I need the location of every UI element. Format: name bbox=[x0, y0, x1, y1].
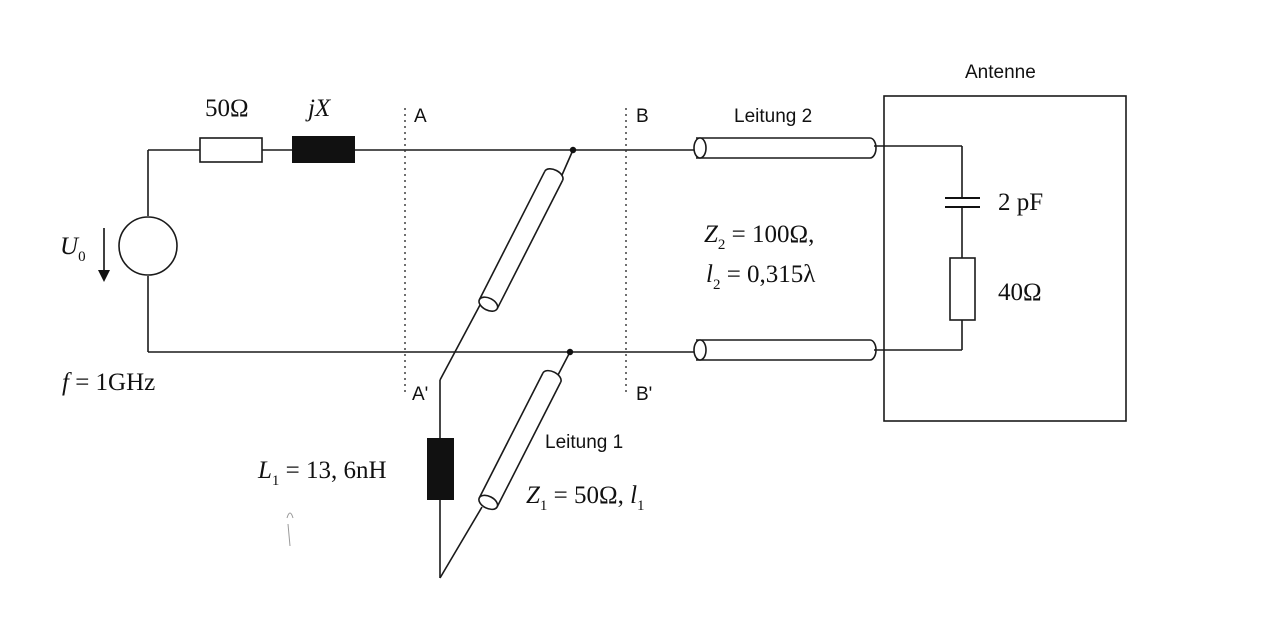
antenna-capacitor bbox=[945, 197, 980, 208]
z2-label: Z2 = 100Ω, bbox=[704, 221, 814, 253]
z1-l1-label: Z1 = 50Ω, l1 bbox=[526, 482, 645, 514]
z2-value: = 100Ω, bbox=[725, 221, 814, 248]
inductor-l1-symbol: L bbox=[257, 457, 272, 484]
frequency-value: = 1GHz bbox=[69, 369, 155, 396]
l2-symbol: l bbox=[706, 261, 713, 288]
series-reactance-label: jX bbox=[305, 95, 332, 122]
l2-subscript: 2 bbox=[713, 277, 721, 293]
source-resistor-label: 50Ω bbox=[205, 95, 249, 122]
l1-subscript: 1 bbox=[637, 498, 645, 514]
line2-coax-top bbox=[693, 137, 877, 159]
line2-title: Leitung 2 bbox=[734, 106, 812, 127]
z2-subscript: 2 bbox=[718, 237, 726, 253]
antenna-title: Antenne bbox=[965, 62, 1036, 83]
port-b-label: B bbox=[636, 106, 649, 127]
z1-value: = 50Ω, bbox=[547, 482, 630, 509]
l1-symbol: l bbox=[630, 482, 637, 509]
inductor-l1-subscript: 1 bbox=[272, 473, 280, 489]
l2-value: = 0,315λ bbox=[720, 261, 815, 288]
z1-symbol: Z bbox=[526, 482, 541, 509]
junction-top bbox=[569, 146, 577, 154]
antenna-box bbox=[883, 95, 1127, 422]
port-a-prime-label: A' bbox=[412, 384, 428, 405]
inductor-l1-label: L1 = 13, 6nH bbox=[257, 457, 387, 489]
frequency-symbol: f bbox=[62, 369, 72, 396]
l2-label: l2 = 0,315λ bbox=[706, 261, 815, 293]
circuit-wires bbox=[147, 145, 963, 579]
source-voltage-label: U0 bbox=[60, 233, 86, 265]
series-reactance bbox=[292, 136, 355, 163]
port-b-prime-label: B' bbox=[636, 384, 652, 405]
line1-title: Leitung 1 bbox=[545, 432, 623, 453]
antenna-capacitor-label: 2 pF bbox=[998, 189, 1043, 216]
stub-coax-lower bbox=[478, 369, 562, 511]
voltage-source bbox=[118, 216, 178, 276]
scan-artifact bbox=[286, 512, 294, 547]
inductor-l1-value: = 13, 6nH bbox=[279, 457, 386, 484]
antenna-resistor bbox=[949, 257, 976, 321]
line2-coax-bottom bbox=[693, 339, 877, 361]
z1-subscript: 1 bbox=[540, 498, 548, 514]
voltage-arrow bbox=[98, 228, 110, 282]
junction-bottom bbox=[566, 348, 574, 356]
frequency-label: f = 1GHz bbox=[62, 369, 155, 396]
source-resistor bbox=[199, 137, 263, 163]
inductor-l1 bbox=[427, 438, 454, 500]
stub-coax-upper bbox=[478, 168, 564, 312]
z2-symbol: Z bbox=[704, 221, 719, 248]
source-voltage-symbol: U bbox=[60, 233, 80, 260]
port-a-label: A bbox=[414, 106, 427, 127]
antenna-resistor-label: 40Ω bbox=[998, 279, 1042, 306]
source-voltage-subscript: 0 bbox=[78, 249, 86, 265]
